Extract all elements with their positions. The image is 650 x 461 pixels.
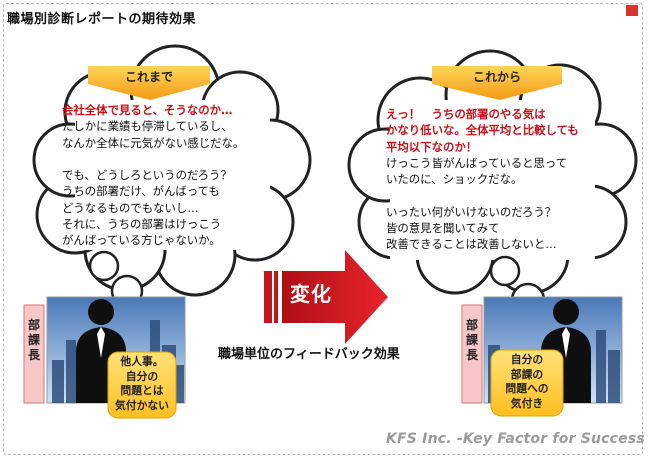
thought-cloud-icon [32, 44, 312, 308]
red-arrow-icon [264, 250, 388, 344]
before-note: 他人事。 自分の 問題とは 気付かない [115, 355, 169, 412]
badge-after: これから [472, 70, 521, 84]
before-role-label: 部 課 長 [27, 318, 40, 362]
after-line [386, 187, 579, 203]
before-line: それに、うちの部署はけっこう [62, 217, 222, 232]
before-line: うちの部署だけ、がんばっても [62, 184, 220, 199]
before-headline: 会社全体で見ると、そうなのか… [62, 103, 233, 117]
badge-before-shape [88, 66, 210, 100]
right-person-panel [461, 296, 623, 417]
after-role-label: 部 課 長 [465, 318, 478, 362]
badge-before: これまで [124, 70, 173, 84]
after-line: いったい何がいけないのだろう？ [386, 204, 557, 219]
left-person-panel [23, 296, 186, 419]
before-line: どうなるものでもないし… [62, 200, 199, 215]
change-label: 変化 [290, 282, 332, 306]
after-headline: かなり低いな。全体平均と比較しても [386, 123, 579, 138]
after-line: いたのに、ショックだな。 [386, 172, 523, 187]
after-headline: 平均以下なのか！ [386, 139, 478, 154]
before-line: なんか全体に元気がない感じだな。 [62, 135, 245, 150]
badge-after-shape [432, 66, 562, 100]
after-headline: えっ！ うちの部署のやる気は [386, 107, 546, 121]
after-line: けっこう皆がんばっていると思って [386, 155, 568, 170]
feedback-caption: 職場単位のフィードバック効果 [218, 347, 400, 362]
after-thought-text: えっ！ うちの部署のやる気は かなり低いな。全体平均と比較しても 平均以下なのか… [386, 106, 579, 253]
page-title: 職場別診断レポートの期待効果 [7, 12, 197, 27]
after-note: 自分の 部課の 問題への 気付き [505, 353, 549, 410]
slide-border [3, 3, 643, 455]
before-line: たしかに業績も停滞しているし、 [62, 119, 233, 134]
before-thought-text: 会社全体で見ると、そうなのか… たしかに業績も停滞しているし、 なんか全体に元気… [62, 102, 244, 249]
corner-mark [626, 5, 638, 16]
footer-brand: KFS Inc. -Key Factor for Success [386, 431, 645, 447]
before-line: がんばっている方じゃないか。 [62, 233, 221, 248]
after-line: 皆の意見を聞いてみて [386, 221, 500, 236]
before-line: でも、どうしろというのだろう？ [62, 168, 232, 183]
after-line: 改善できることは改善しないと… [386, 237, 557, 252]
before-line [62, 151, 244, 167]
